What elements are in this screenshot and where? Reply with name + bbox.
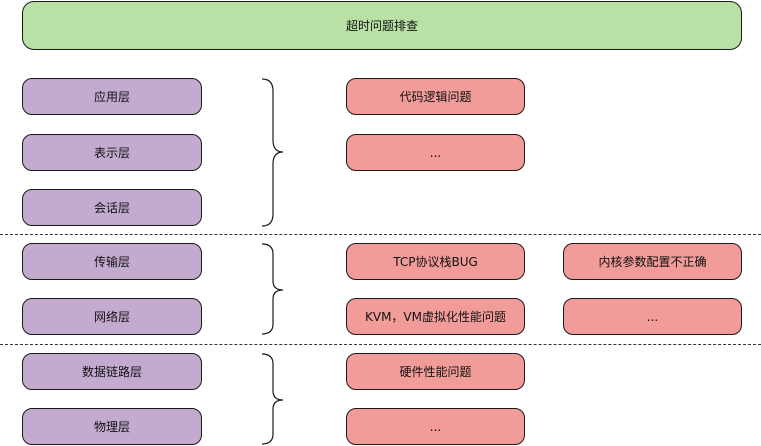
layer-datalink: 数据链路层 bbox=[22, 353, 202, 390]
layer-label: 应用层 bbox=[93, 90, 130, 104]
brace-middle bbox=[261, 243, 284, 335]
separator-lower bbox=[0, 344, 761, 345]
issue-label: ... bbox=[646, 309, 659, 324]
issue-kernel-params: 内核参数配置不正确 bbox=[563, 243, 742, 280]
separator-upper bbox=[0, 234, 761, 235]
brace-lower bbox=[261, 353, 284, 445]
layer-label: 网络层 bbox=[93, 310, 130, 324]
issue-tcp-stack-bug: TCP协议栈BUG bbox=[346, 243, 525, 280]
layer-transport: 传输层 bbox=[22, 243, 202, 280]
layer-physical: 物理层 bbox=[22, 408, 202, 445]
layer-label: 物理层 bbox=[93, 420, 130, 434]
layer-label: 传输层 bbox=[93, 255, 130, 269]
layer-label: 会话层 bbox=[93, 201, 130, 215]
issue-virtualization-perf: KVM，VM虚拟化性能问题 bbox=[346, 298, 525, 335]
layer-session: 会话层 bbox=[22, 189, 202, 226]
title-box: 超时问题排查 bbox=[22, 1, 742, 50]
layer-label: 表示层 bbox=[93, 146, 130, 160]
issue-network-more: ... bbox=[563, 298, 742, 335]
brace-upper bbox=[261, 78, 284, 227]
issue-label: TCP协议栈BUG bbox=[393, 255, 478, 269]
issue-code-logic: 代码逻辑问题 bbox=[346, 78, 525, 115]
layer-label: 数据链路层 bbox=[81, 365, 142, 379]
title-label: 超时问题排查 bbox=[345, 19, 418, 33]
layer-application: 应用层 bbox=[22, 78, 202, 115]
issue-upper-more: ... bbox=[346, 134, 525, 171]
layer-presentation: 表示层 bbox=[22, 134, 202, 171]
layer-network: 网络层 bbox=[22, 298, 202, 335]
issue-hardware-perf: 硬件性能问题 bbox=[346, 353, 525, 390]
issue-lower-more: ... bbox=[346, 408, 525, 445]
issue-label: 硬件性能问题 bbox=[399, 365, 472, 379]
issue-label: ... bbox=[429, 419, 442, 434]
issue-label: ... bbox=[429, 145, 442, 160]
issue-label: 内核参数配置不正确 bbox=[598, 255, 707, 269]
issue-label: 代码逻辑问题 bbox=[399, 90, 472, 104]
issue-label: KVM，VM虚拟化性能问题 bbox=[365, 310, 506, 324]
